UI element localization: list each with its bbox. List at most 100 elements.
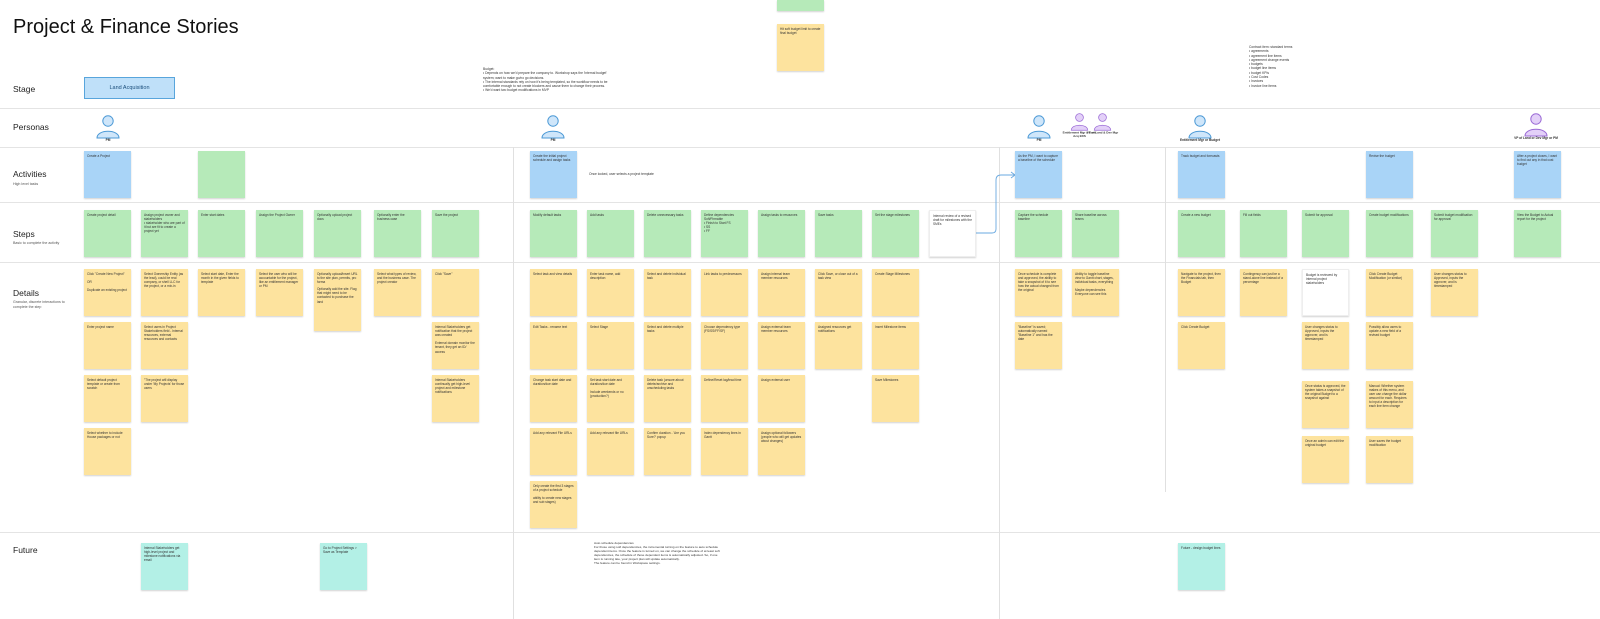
detail-confirm-duration[interactable]: Confirm duration - 'Are you Sure?' popup [644, 428, 691, 475]
persona-entitlement-mgr[interactable]: Entitlement Mgr & Land Acq EDS [1063, 113, 1096, 137]
future-budget-lines[interactable]: Future - design budget lines [1178, 543, 1225, 590]
detail-contingency[interactable]: Contingency can just be a stand-alone li… [1240, 269, 1287, 316]
detail-select-stage[interactable]: Select Stage [587, 322, 634, 369]
detail-review-types[interactable]: Select what types of review, and the bus… [374, 269, 421, 316]
step-assign-owner[interactable]: Assign project owner and stakeholders • … [141, 210, 188, 257]
detail-click-create-budget[interactable]: Click Create Budget [1178, 322, 1225, 369]
detail-my-projects[interactable]: "The project will display under 'My Proj… [141, 375, 188, 422]
detail-ownership-entity[interactable]: Select Ownership Entity (as the lead), c… [141, 269, 188, 316]
step-create-project-detail[interactable]: Create project detail [84, 210, 131, 257]
activity-project-close[interactable]: After a project closes, I want to find o… [1514, 151, 1561, 198]
step-add-tasks[interactable]: Add tasks [587, 210, 634, 257]
persona-pm[interactable]: PM [1025, 115, 1053, 142]
detail-stakeholders[interactable]: Select users in Project Stakeholders fie… [141, 322, 188, 369]
detail-save-milestones[interactable]: Save Milestones [872, 375, 919, 422]
detail-lag-lead[interactable]: Define/Reset lag/lead time [701, 375, 748, 422]
detail-dependency-type[interactable]: Choose dependency type (FS/SS/FF/SF) [701, 322, 748, 369]
detail-budget-reviewed[interactable]: Budget is reviewed by internal project s… [1302, 269, 1349, 316]
detail-baseline-saved[interactable]: "Baseline" is saved; automatically named… [1015, 322, 1062, 369]
detail-first-stages[interactable]: Only create the first 3 stages of a proj… [530, 481, 577, 528]
detail-link-predecessors[interactable]: Link tasks to predecessors [701, 269, 748, 316]
activity-green[interactable] [198, 151, 245, 198]
detail-project-name[interactable]: Enter project name [84, 322, 131, 369]
step-modify-tasks[interactable]: Modify default tasks [530, 210, 577, 257]
detail-admin-edit[interactable]: Once an admin can edit the original budg… [1302, 436, 1349, 483]
activity-initial-schedule[interactable]: Create the initial project schedule and … [530, 151, 577, 198]
detail-start-date[interactable]: Select start date, Enter the month in th… [198, 269, 245, 316]
persona-entitlement-budget[interactable]: Entitlement Mgr or Budget [1180, 115, 1220, 142]
step-submit-approval[interactable]: Submit for approval [1302, 210, 1349, 257]
detail-create-new[interactable]: Click "Create New Project" OR Duplicate … [84, 269, 131, 316]
detail-create-milestones[interactable]: Create Stage Milestones [872, 269, 919, 316]
detail-insert-milestones[interactable]: Insert Milestone items [872, 322, 919, 369]
step-assign-resources[interactable]: Assign tasks to resources [758, 210, 805, 257]
detail-select-task[interactable]: Select task and view details [530, 269, 577, 316]
detail-set-dates[interactable]: Set task start date and duration/due dat… [587, 375, 634, 422]
future-stakeholder-email[interactable]: Internal Stakeholders get high-level pro… [141, 543, 188, 590]
sticky-soft-budget[interactable]: Hit soft budget limit to create final bu… [777, 24, 824, 71]
detail-toggle-baseline[interactable]: Ability to toggle baseline view to Gantt… [1072, 269, 1119, 316]
sticky-top-green[interactable] [777, 0, 824, 11]
detail-house-packages[interactable]: Select whether to include House packages… [84, 428, 131, 475]
step-create-budget[interactable]: Create a new budget [1178, 210, 1225, 257]
step-delete-tasks[interactable]: Delete unnecessary tasks [644, 210, 691, 257]
detail-create-modification[interactable]: Click Create Budget Modification (or sim… [1366, 269, 1413, 316]
step-assign-project-owner[interactable]: Assign the Project Owner [256, 210, 303, 257]
detail-approve-status[interactable]: User changes status to Approved, inputs … [1302, 322, 1349, 369]
step-save-project[interactable]: Save the project [432, 210, 479, 257]
detail-followers[interactable]: Assign optional followers (people who wi… [758, 428, 805, 475]
detail-snapshot[interactable]: Once schedule is complete and approved, … [1015, 269, 1062, 316]
detail-revised-field[interactable]: Possibly allow users to update a new fie… [1366, 322, 1413, 369]
detail-external-resources[interactable]: Assign external team member resources [758, 322, 805, 369]
detail-manual-change[interactable]: Manual: Whether system makes of this men… [1366, 381, 1413, 428]
activity-revise-budget[interactable]: Revise the budget [1366, 151, 1413, 198]
detail-template[interactable]: Select default project template or creat… [84, 375, 131, 422]
lane-sublabel-steps: Basic to complete the activity [13, 241, 60, 245]
step-budget-modifications[interactable]: Create budget modifications [1366, 210, 1413, 257]
step-stage-milestones[interactable]: Set the stage milestones [872, 210, 919, 257]
activity-baseline[interactable]: As the PM, I want to capture a baseline … [1015, 151, 1062, 198]
detail-file-urls[interactable]: Add any relevant File URLs [530, 428, 577, 475]
detail-delete-task[interactable]: Select and delete individual task [644, 269, 691, 316]
persona-pm[interactable]: PM [94, 115, 122, 142]
step-business-case[interactable]: Optionally enter the business case [374, 210, 421, 257]
detail-change-dates[interactable]: Change task start date and duration/due … [530, 375, 577, 422]
detail-status-approved[interactable]: User changes status to Approved, inputs … [1431, 269, 1478, 316]
persona-pm[interactable]: PM [539, 115, 567, 142]
detail-internal-resources[interactable]: Assign internal team member resources [758, 269, 805, 316]
note-internal-review[interactable]: Internal review of a revised draft for m… [929, 210, 976, 257]
step-submit-modification[interactable]: Submit budget modification for approval [1431, 210, 1478, 257]
detail-external-user[interactable]: Assign external user [758, 375, 805, 422]
detail-task-name[interactable]: Enter task name, add description [587, 269, 634, 316]
detail-continual-notify[interactable]: Internal Stakeholders continually get hi… [432, 375, 479, 422]
future-save-template[interactable]: Go to Project Settings > Save as Templat… [320, 543, 367, 590]
detail-edit-tasks[interactable]: Edit Tasks - rename text [530, 322, 577, 369]
step-enter-dates[interactable]: Enter start dates [198, 210, 245, 257]
detail-upload-url[interactable]: Optionally upload/insert URL to the site… [314, 269, 361, 331]
detail-gantt-lines[interactable]: Index dependency lines in Gantt [701, 428, 748, 475]
step-define-dependencies[interactable]: Define dependencies Soft/Firmable • Fini… [701, 210, 748, 257]
activity-track-budget[interactable]: Track budget and forecasts [1178, 151, 1225, 198]
detail-archive-task[interactable]: Delete task (unsure about delete/archive… [644, 375, 691, 422]
detail-delete-multiple[interactable]: Select and delete multiple tasks [644, 322, 691, 369]
detail-select-user[interactable]: Select the user who will be accountable … [256, 269, 303, 316]
step-save-tasks[interactable]: Save tasks [815, 210, 862, 257]
step-budget-to-actual[interactable]: View the Budget to Actual report for the… [1514, 210, 1561, 257]
detail-click-save[interactable]: Click "Save" [432, 269, 479, 316]
detail-internal-notify[interactable]: Internal Stakeholders get notification t… [432, 322, 479, 369]
step-share-baseline[interactable]: Share baseline across teams [1072, 210, 1119, 257]
detail-navigate-budget[interactable]: Navigate to the project, then the Financ… [1178, 269, 1225, 316]
detail-relevant-files[interactable]: Add any relevant file URLs [587, 428, 634, 475]
detail-close-task[interactable]: Click Save, or close out of a task view [815, 269, 862, 316]
detail-resource-notify[interactable]: Assigned resources get notifications [815, 322, 862, 369]
step-fill-fields[interactable]: Fill out fields [1240, 210, 1287, 257]
persona-vp-land[interactable]: VP of Land & Dev Mgr [1087, 113, 1118, 134]
stage-land-acquisition[interactable]: Land Acquisition [84, 77, 175, 99]
step-upload-docs[interactable]: Optionally upload project docs [314, 210, 361, 257]
detail-original-snapshot[interactable]: Once status is approved, the system take… [1302, 381, 1349, 428]
detail-save-modification[interactable]: User saves the budget modification [1366, 436, 1413, 483]
step-capture-baseline[interactable]: Capture the schedule baseline [1015, 210, 1062, 257]
lane-label-stage: Stage [13, 84, 36, 94]
persona-vp-land-pm[interactable]: VP of Land or Dev Mgr or PM [1514, 113, 1558, 140]
activity-create-project[interactable]: Create a Project [84, 151, 131, 198]
